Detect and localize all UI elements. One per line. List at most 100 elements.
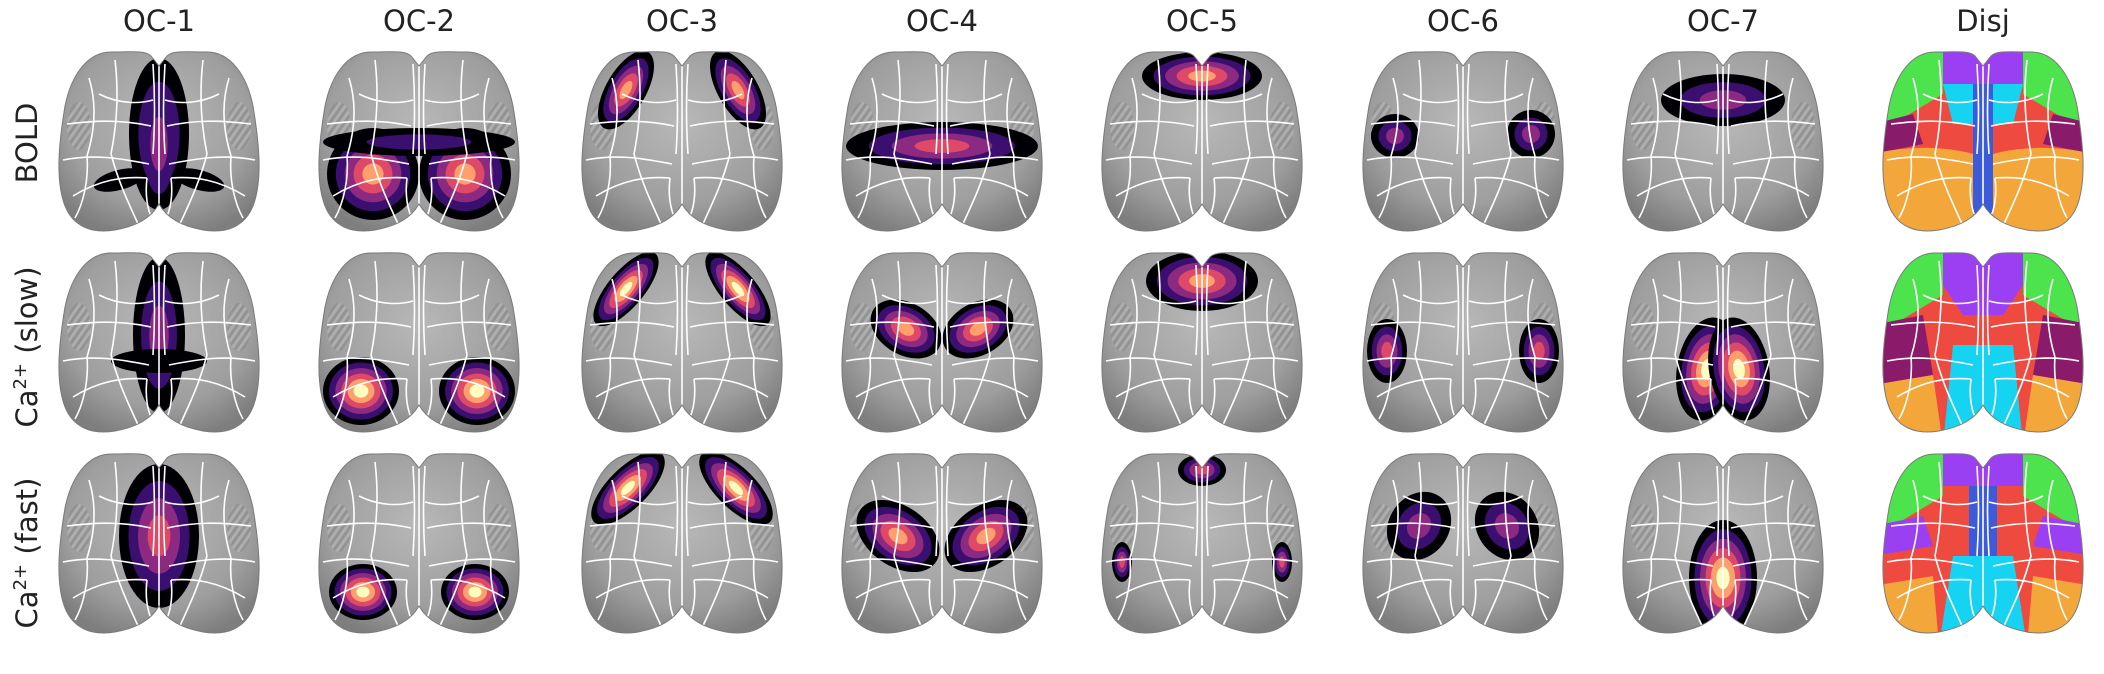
region-boundary [893, 461, 901, 557]
region-boundary [1638, 557, 1653, 621]
region-boundary [1728, 495, 1784, 506]
region-boundary [332, 377, 408, 398]
region-boundary [855, 578, 931, 599]
region-boundary [1402, 93, 1458, 104]
region-boundary [1533, 557, 1548, 621]
region-boundary [687, 177, 696, 221]
region-boundary [1533, 155, 1548, 219]
region-boundary [424, 294, 480, 305]
region-boundary [685, 264, 689, 356]
activation-map [323, 357, 515, 425]
blob-layer [353, 384, 369, 398]
region-boundary [1674, 153, 1704, 227]
region-boundary [1470, 522, 1556, 529]
region-boundary [2047, 77, 2056, 157]
region-boundary [1456, 465, 1460, 557]
region-boundary [947, 378, 956, 422]
region-boundary [1209, 321, 1295, 328]
region-boundary [1209, 522, 1295, 529]
region-boundary [691, 558, 779, 567]
column-titles: OC-1 OC-2 OC-3 OC-4 OC-5 OC-6 OC-7 Disj [123, 4, 2010, 38]
region-boundary [483, 77, 492, 157]
region-boundary [229, 557, 244, 621]
region-boundary [949, 120, 1035, 127]
blob-layer [1386, 127, 1404, 145]
region-boundary [595, 578, 671, 599]
brain-border [581, 51, 783, 232]
region-boundary [951, 156, 1039, 165]
region-boundary [1934, 354, 1964, 428]
region-boundary [1211, 558, 1299, 567]
col-title-oc-1: OC-1 [123, 4, 195, 38]
region-boundary [1709, 579, 1718, 623]
region-boundary [723, 59, 731, 155]
region-boundary [170, 377, 246, 398]
region-boundary [621, 93, 677, 104]
region-boundary [893, 59, 901, 155]
region-boundary [752, 557, 767, 621]
region-boundary [1986, 63, 1990, 155]
region-boundary [1188, 378, 1197, 422]
region-boundary [1456, 264, 1460, 356]
region-boundary [1370, 120, 1456, 127]
panel-r3-c7 [1622, 453, 1824, 634]
region-boundary [1674, 260, 1682, 356]
region-boundary [405, 579, 414, 623]
region-boundary [229, 155, 244, 219]
region-boundaries [1622, 453, 1824, 634]
region-boundary [1221, 555, 1251, 629]
region-boundary [334, 356, 349, 420]
region-boundary [1153, 260, 1161, 356]
region-boundary [110, 555, 140, 629]
region-boundary [953, 377, 1029, 398]
region-boundary [424, 93, 480, 104]
region-boundary [170, 176, 246, 197]
region-boundary [953, 176, 1029, 197]
region-boundary [723, 260, 731, 356]
region-boundary [945, 264, 949, 356]
region-boundary [489, 557, 504, 621]
blob-layer [1119, 556, 1125, 568]
region-boundary [585, 357, 673, 366]
panel-r1-c1 [58, 51, 260, 232]
region-boundary [2024, 260, 2032, 356]
region-boundary [1988, 378, 1997, 422]
barrel-field-right [1791, 504, 1815, 552]
region-boundary [1153, 59, 1161, 155]
region-boundary [1726, 465, 1730, 557]
region-boundary [1449, 378, 1458, 422]
region-boundary [1650, 479, 1659, 559]
region-boundary [370, 260, 378, 356]
region-boundary [346, 479, 355, 559]
region-boundary [1726, 264, 1730, 356]
region-boundary [687, 579, 696, 623]
region-boundary [1992, 156, 2080, 165]
region-boundary [1976, 465, 1980, 557]
blob-layer [620, 480, 636, 496]
region-boundary [1662, 294, 1718, 305]
region-boundary [1221, 153, 1251, 227]
brain-border [1101, 453, 1303, 634]
region-boundary [857, 356, 872, 420]
region-boundary [1716, 264, 1720, 356]
region-boundary [2002, 555, 2032, 629]
region-boundary [86, 278, 95, 358]
region-boundary [152, 264, 156, 356]
region-boundary [1378, 155, 1393, 219]
region-boundary [1468, 93, 1524, 104]
blob-layer [469, 384, 485, 398]
region-boundary [1195, 465, 1199, 557]
region-boundary [2002, 354, 2032, 428]
region-boundary [1976, 63, 1980, 155]
region-boundary [701, 354, 731, 428]
panel-r2-c2 [318, 252, 520, 433]
activation-blob [591, 453, 665, 525]
barrel-field-right [1010, 303, 1034, 351]
region-boundary [693, 176, 769, 197]
region-boundary [358, 93, 414, 104]
region-boundary [1370, 321, 1456, 328]
region-boundary [849, 321, 935, 328]
region-boundary [483, 278, 492, 358]
region-boundary [1976, 264, 1980, 356]
region-boundary [1898, 557, 1913, 621]
